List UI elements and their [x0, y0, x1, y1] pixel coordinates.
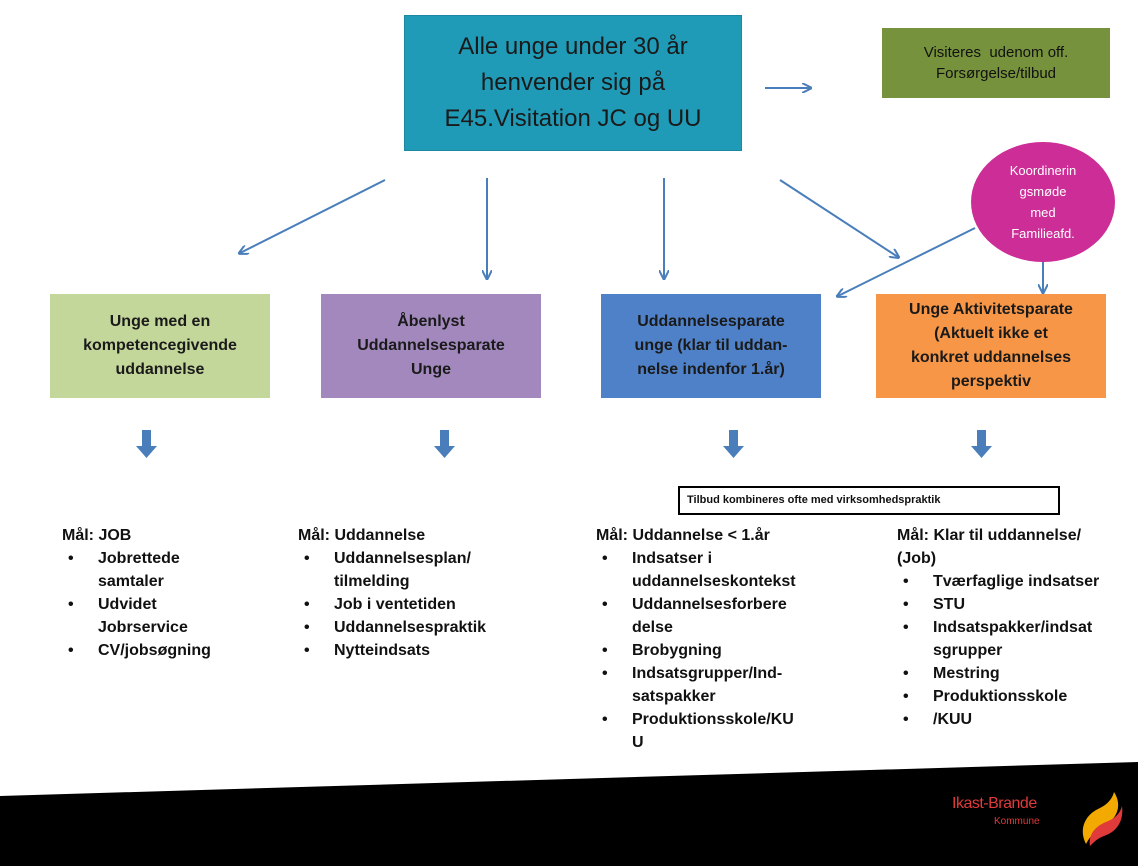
goal-item-line: uddannelseskontekst	[632, 573, 796, 590]
goal-item-line: Uddannelsespraktik	[334, 619, 487, 636]
category-line: Unge med en	[109, 313, 211, 330]
goal-item: Indsatspakker/indsat sgrupper	[897, 616, 1137, 662]
goal-item-line: Mestring	[933, 665, 1000, 682]
goal-item-line: /KUU	[933, 711, 973, 728]
category-line: Unge	[410, 361, 451, 378]
goal-item-line: Uddannelsesplan/	[334, 550, 471, 567]
goal-education-list: Mål: Uddannelse Uddannelsesplan/tilmeldi…	[298, 524, 548, 662]
goal-title: Mål: Uddannelse < 1.år	[596, 527, 770, 544]
goal-item-line: Tværfaglige indsatser	[933, 573, 1100, 590]
ellipse-line: gsmøde	[1019, 184, 1067, 199]
goal-item: Indsatser i uddannelseskontekst	[596, 547, 866, 593]
logo-sub: Kommune	[994, 816, 1040, 827]
goal-item-line: Indsatsgrupper/Ind-	[632, 665, 783, 682]
goal-item-line: Produktionsskole/KU	[632, 711, 794, 728]
arrow-top-to-cat1	[240, 179, 386, 253]
goal-item-line: STU	[933, 596, 965, 613]
goal-item-line: samtaler	[98, 573, 164, 590]
category-education-ready-box: Uddannelsesparate unge (klar til uddan- …	[601, 294, 821, 398]
goal-item-line: satspakker	[632, 688, 716, 705]
goal-education-within-year-list: Mål: Uddannelse < 1.år Indsatser i uddann…	[596, 524, 866, 754]
category-activity-ready-box: Unge Aktivitetsparate (Aktuelt ikke et k…	[876, 294, 1106, 398]
goal-title: (Job)	[897, 550, 937, 567]
goal-item: Tværfaglige indsatser	[897, 570, 1137, 593]
goal-item-line: Indsatser i	[632, 550, 713, 567]
coordination-meeting-ellipse: Koordinerin gsmøde med Familieafd.	[971, 142, 1115, 262]
goal-item-line: Udvidet	[98, 596, 157, 613]
goal-item: Nytteindsats	[298, 639, 548, 662]
category-line: Åbenlyst	[397, 313, 465, 330]
category-line: Unge Aktivitetsparate	[909, 301, 1073, 318]
goal-item: Brobygning	[596, 639, 866, 662]
goal-item: Uddannelsesplan/tilmelding	[298, 547, 548, 593]
goal-item: Produktionsskole	[897, 685, 1137, 708]
arrow-ellipse-to-cat3	[838, 227, 976, 296]
goal-item-line: tilmelding	[334, 573, 410, 590]
visitation-line: Forsørgelse/tilbud	[935, 65, 1057, 82]
logo-name: Ikast-Brande	[952, 795, 1037, 812]
intake-line: henvender sig på	[480, 69, 666, 96]
category-line: (Aktuelt ikke et	[934, 325, 1048, 342]
goal-item-line: Jobrservice	[98, 619, 188, 636]
ellipse-line: Koordinerin	[1009, 163, 1077, 178]
visitation-box: Visiteres udenom off. Forsørgelse/tilbud	[882, 28, 1110, 98]
goal-item-line: sgrupper	[933, 642, 1003, 659]
category-line: konkret uddannelses	[910, 349, 1072, 366]
category-line: Uddannelsesparate	[357, 337, 505, 354]
down-arrow-2	[434, 430, 455, 458]
goal-item-line: Jobrettede	[98, 550, 180, 567]
down-arrow-4	[971, 430, 992, 458]
goal-ready-for-education-list: Mål: Klar til uddannelse/ (Job) Tværfagl…	[897, 524, 1137, 731]
intake-line: E45.Visitation JC og UU	[444, 105, 702, 132]
goal-item: /KUU	[897, 708, 1137, 731]
goal-title: Mål: Uddannelse	[298, 527, 426, 544]
goal-item: Indsatsgrupper/Ind-satspakker	[596, 662, 866, 708]
goal-item-line: Uddannelsesforbere	[632, 596, 787, 613]
goal-item-line: Indsatspakker/indsat	[933, 619, 1093, 636]
goal-item-line: Nytteindsats	[334, 642, 431, 659]
category-line: unge (klar til uddan-	[634, 337, 788, 354]
intake-box: Alle unge under 30 år henvender sig på E…	[404, 15, 742, 151]
visitation-line: Visiteres udenom off.	[923, 44, 1069, 61]
category-line: Uddannelsesparate	[637, 313, 785, 330]
municipality-logo: Ikast-Brande Kommune	[952, 790, 1123, 850]
ellipse-line: med	[1030, 205, 1056, 220]
goal-item: Mestring	[897, 662, 1137, 685]
category-competence-box: Unge med en kompetencegivende uddannelse	[50, 294, 270, 398]
category-line: perspektiv	[950, 373, 1032, 390]
down-arrow-3	[723, 430, 744, 458]
arrow-top-to-cat4	[779, 179, 898, 257]
goal-item: CV/jobsøgning	[62, 639, 272, 662]
goal-title: Mål: Klar til uddannelse/	[897, 527, 1082, 544]
flame-logo-icon	[1082, 792, 1123, 846]
goal-item: Produktionsskole/KU U	[596, 708, 866, 754]
intake-line: Alle unge under 30 år	[458, 33, 688, 60]
category-line: kompetencegivende	[83, 337, 237, 354]
category-obviously-ready-box: Åbenlyst Uddannelsesparate Unge	[321, 294, 541, 398]
goal-item-line: Brobygning	[632, 642, 722, 659]
down-arrow-1	[136, 430, 157, 458]
ellipse-line: Familieafd.	[1011, 226, 1075, 241]
combined-offers-note: Tilbud kombineres ofte med virksomhedspr…	[678, 486, 1060, 515]
goal-item-line: CV/jobsøgning	[98, 642, 211, 659]
goal-item-line: delse	[632, 619, 673, 636]
goal-item-line: Job i ventetiden	[334, 596, 456, 613]
goal-item: Jobrettede samtaler	[62, 547, 272, 593]
goal-item-line: U	[632, 734, 644, 751]
goal-item: Job i ventetiden	[298, 593, 548, 616]
goal-title: Mål: JOB	[62, 527, 132, 544]
goal-item-line: Produktionsskole	[933, 688, 1068, 705]
goal-job-list: Mål: JOB Jobrettede samtaler UdvidetJobrs…	[62, 524, 272, 662]
category-line: uddannelse	[115, 361, 205, 378]
goal-item: STU	[897, 593, 1137, 616]
goal-item: Uddannelsespraktik	[298, 616, 548, 639]
goal-item: Uddannelsesforbere delse	[596, 593, 866, 639]
category-line: nelse indenfor 1.år)	[637, 361, 785, 378]
